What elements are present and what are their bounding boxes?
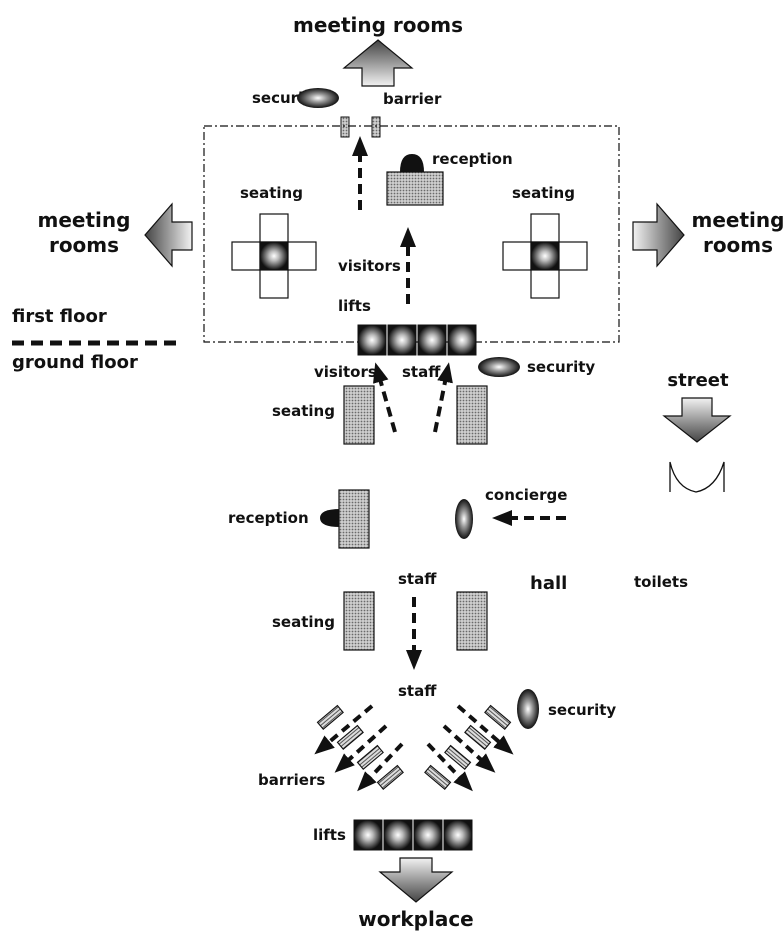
staff-path-ground [433,362,453,433]
seating-bench-1a [343,385,375,445]
label-reception-first: reception [432,150,513,168]
label-reception-ground: reception [228,509,309,527]
barrier-post-left [340,116,350,138]
label-meeting-rooms-top: meeting rooms [293,13,463,37]
arrow-right-icon [632,202,685,268]
lift-icon [413,819,443,851]
label-toilets: toilets [634,573,688,591]
visitor-path-ground [373,362,397,433]
reception-desk-first [386,154,444,206]
label-meeting-right-2: rooms [703,233,773,257]
arrow-up-icon [342,39,414,87]
lift-icon [447,324,477,356]
lift-icon [383,819,413,851]
arrow-down-icon [662,397,732,443]
seating-bench-2a [343,591,375,651]
reception-desk-ground [338,489,370,549]
seating-cross-left [231,213,317,299]
lift-icon [357,324,387,356]
security-eye-icon [455,499,473,539]
label-lifts-first: lifts [338,297,371,315]
lift-icon [417,324,447,356]
label-security-ground: security [527,358,595,376]
security-eye-icon [517,689,539,729]
label-visitors-first: visitors [338,257,401,275]
lift-bank-first [357,324,477,356]
arrow-down-icon [378,857,454,903]
label-meeting-left-2: rooms [49,233,119,257]
label-first-floor: first floor [12,306,107,327]
seating-bench-2b [456,591,488,651]
label-concierge: concierge [485,486,567,504]
security-eye-icon [478,357,520,377]
label-meeting-left-1: meeting [38,208,131,232]
label-ground-floor: ground floor [12,352,138,373]
label-barriers: barriers [258,771,325,789]
lift-bank-ground [353,819,473,851]
seating-bench-1b [456,385,488,445]
barrier-gates-left [316,704,404,790]
lift-icon [353,819,383,851]
label-hall: hall [530,573,567,594]
staff-paths-barriers [314,704,514,792]
label-seating-first-right: seating [512,184,575,202]
barrier-gates-right [424,704,512,790]
door-icon [669,461,725,493]
label-lifts-ground: lifts [313,826,346,844]
label-staff-low: staff [398,682,437,700]
label-seating-ground-2: seating [272,613,335,631]
barrier-post-right [371,116,381,138]
label-seating-ground-1: seating [272,402,335,420]
security-eye-icon [297,88,339,108]
seating-cross-right [502,213,588,299]
label-staff-mid: staff [398,570,437,588]
label-barrier: barrier [383,90,442,108]
label-meeting-right-1: meeting [692,208,783,232]
label-visitors-ground: visitors [314,363,377,381]
label-workplace: workplace [358,907,473,931]
label-seating-first-left: seating [240,184,303,202]
lift-icon [387,324,417,356]
label-staff-ground: staff [402,363,441,381]
lift-icon [443,819,473,851]
label-street: street [667,370,729,391]
arrow-left-icon [144,202,193,268]
label-security-low: security [548,701,616,719]
reception-person-icon [320,509,340,527]
